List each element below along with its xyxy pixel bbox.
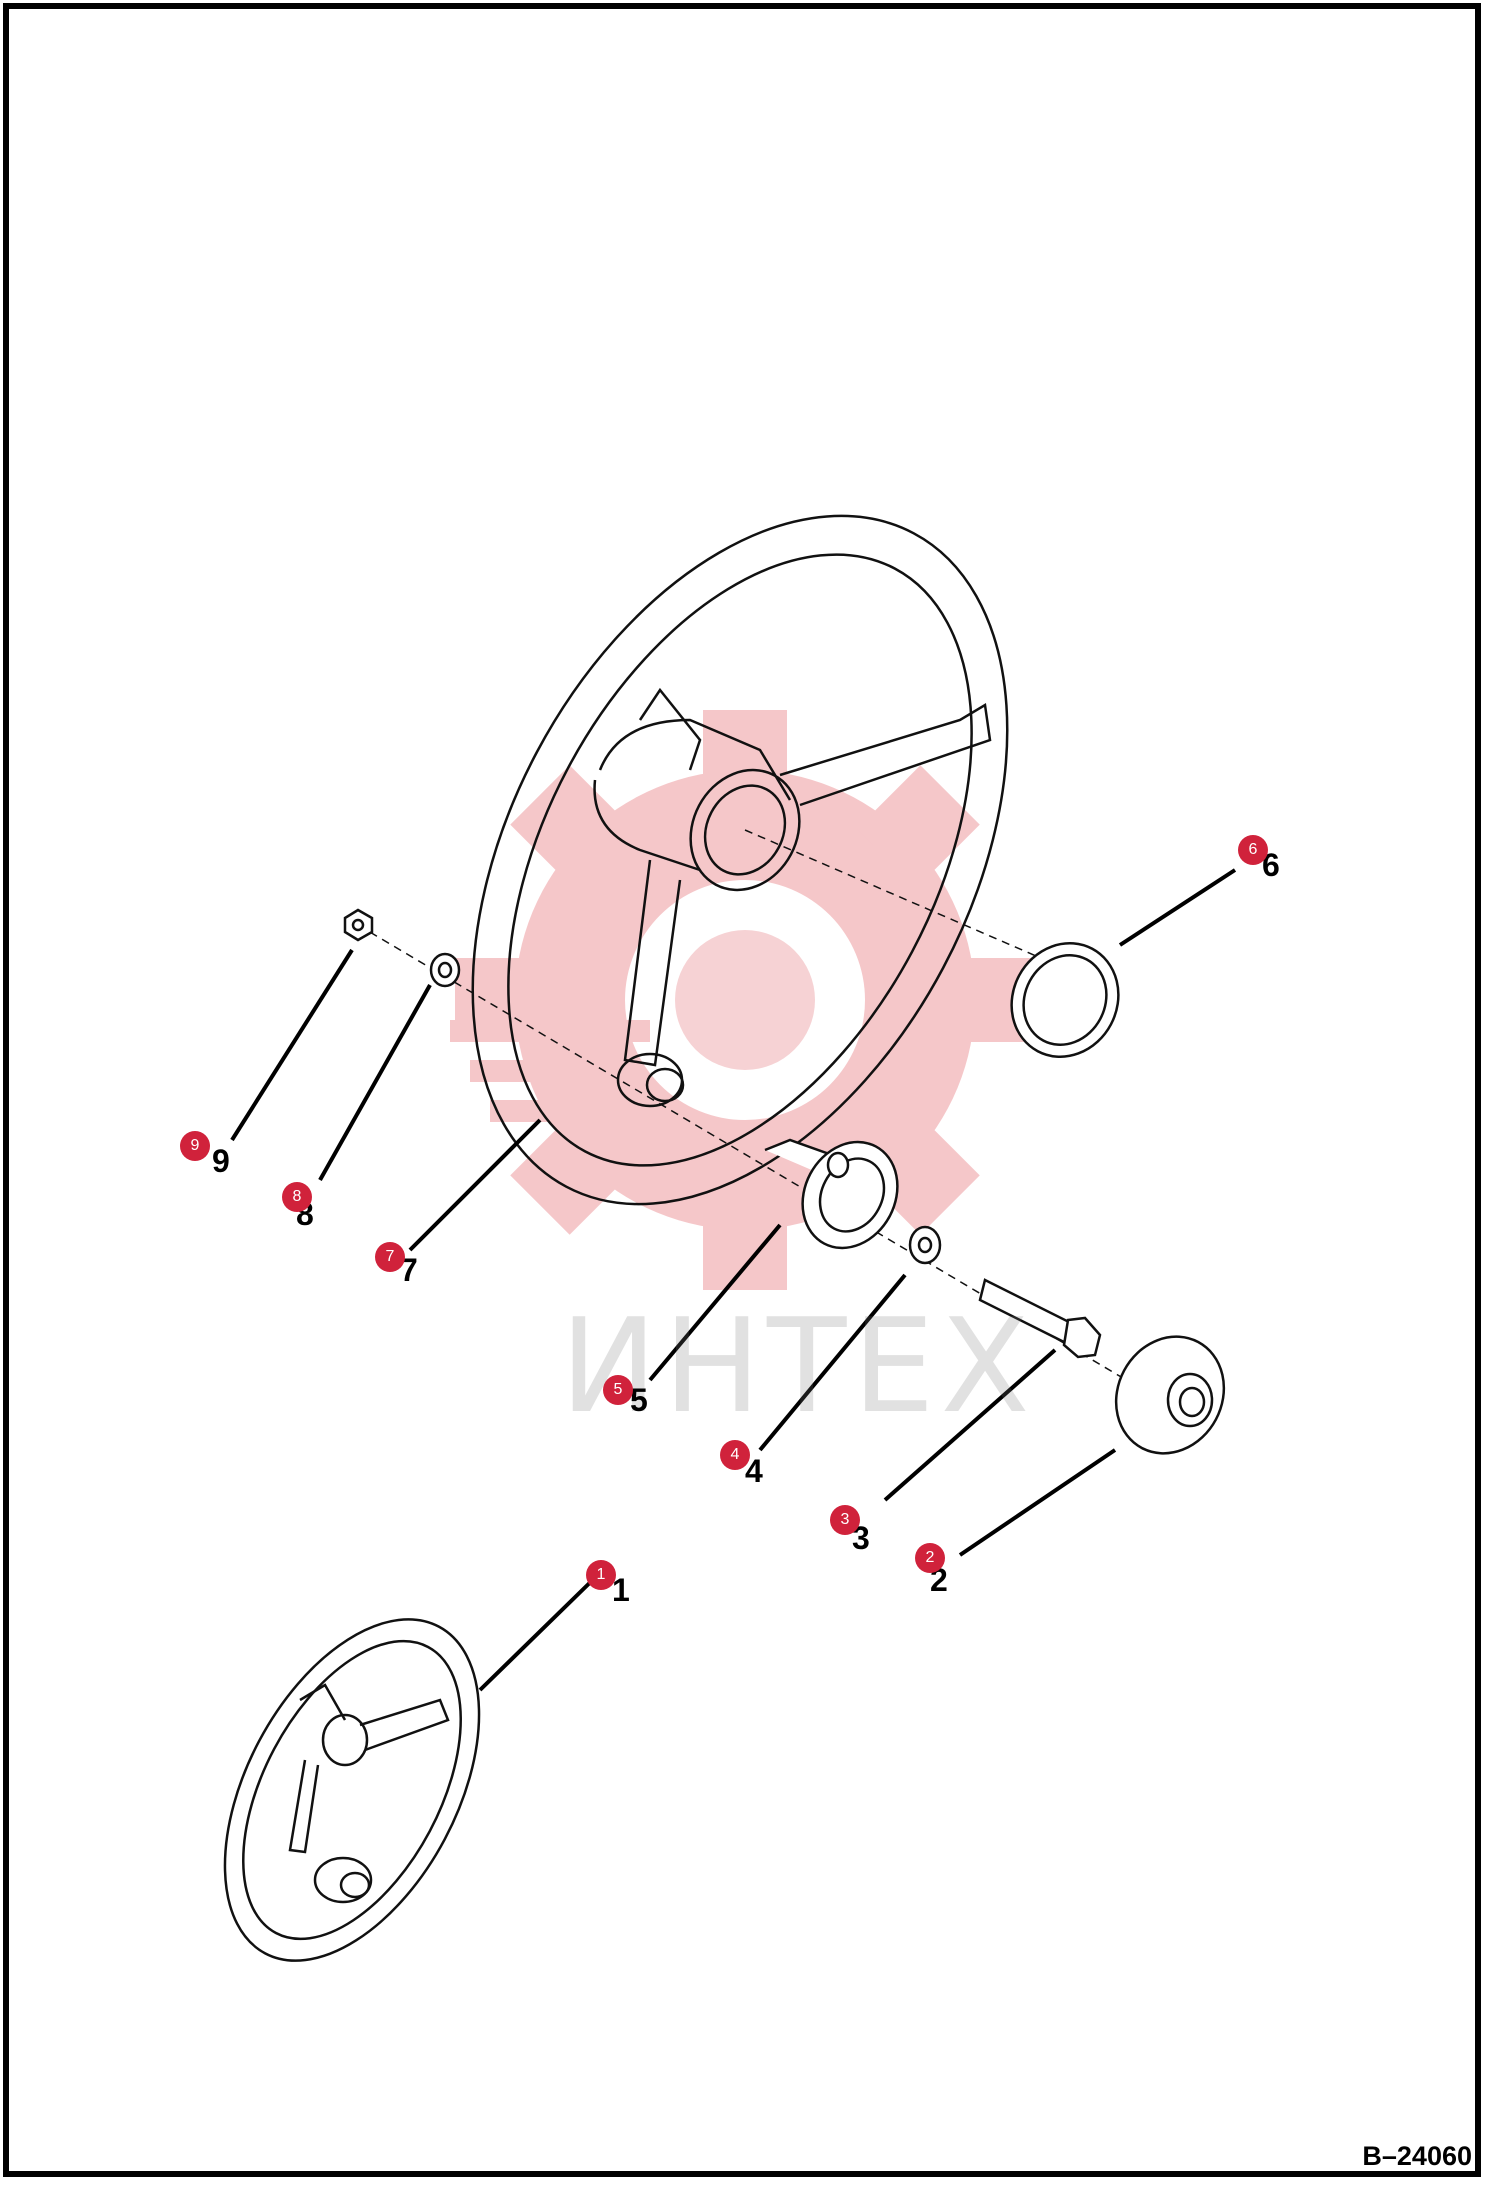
callout-badge-2[interactable]: 2 [915, 1543, 945, 1573]
callout-badge-1[interactable]: 1 [586, 1560, 616, 1590]
callout-badge-4[interactable]: 4 [720, 1440, 750, 1470]
steering-wheel-large [471, 514, 1009, 1206]
callout-number-4: 4 [745, 1453, 763, 1489]
washer-part [908, 1225, 942, 1265]
watermark-logo [450, 710, 1035, 1290]
bolt-part [978, 1278, 1102, 1359]
steering-wheel-small [223, 1618, 481, 1962]
nut-part [343, 908, 374, 942]
callout-number-5: 5 [630, 1382, 648, 1418]
callout-badge-6[interactable]: 6 [1238, 835, 1268, 865]
leader-lines [230, 868, 1237, 1692]
watermark-text: ИНТЕХ [560, 1290, 1036, 1442]
horn-cap-part [1114, 1335, 1226, 1455]
callout-badge-9[interactable]: 9 [180, 1131, 210, 1161]
diagram-reference: B–24060 [1362, 2141, 1472, 2171]
callout-badge-7[interactable]: 7 [375, 1242, 405, 1272]
callout-number-9: 9 [212, 1143, 230, 1179]
washer-small-part [429, 952, 461, 988]
cap-ring-part [1010, 942, 1120, 1058]
hub-part [764, 1138, 899, 1250]
callout-badge-8[interactable]: 8 [282, 1182, 312, 1212]
callout-number-1: 1 [612, 1572, 630, 1608]
callout-badge-5[interactable]: 5 [603, 1375, 633, 1405]
drawing-frame [3, 3, 1481, 2177]
callout-badge-3[interactable]: 3 [830, 1505, 860, 1535]
